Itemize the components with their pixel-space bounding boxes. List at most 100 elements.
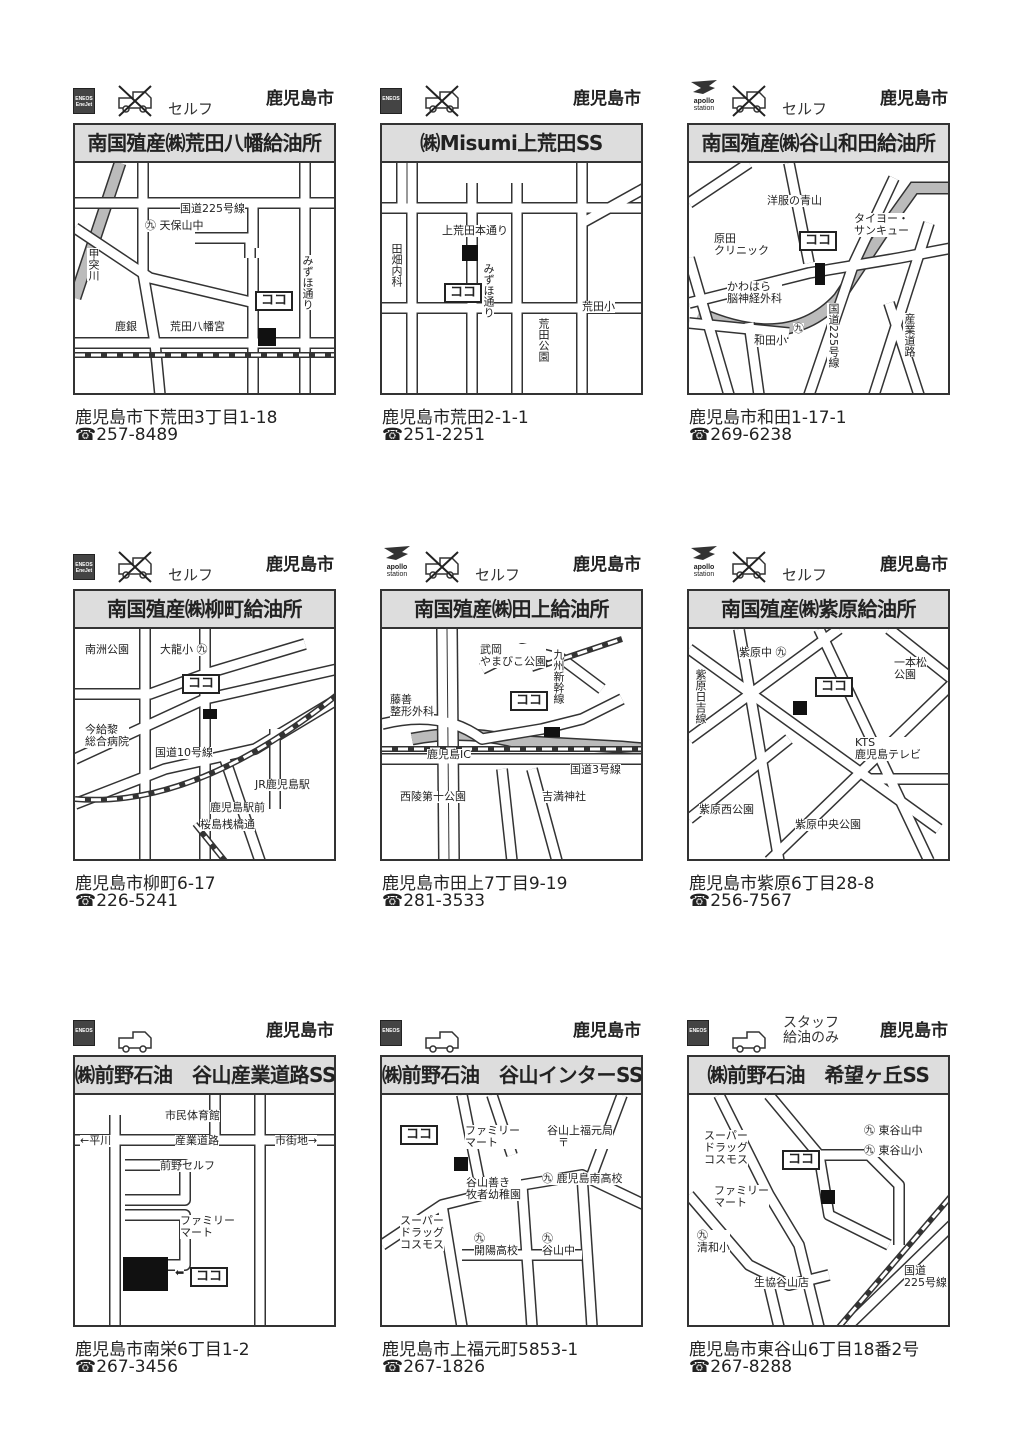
city-label: 鹿児島市 [880,1021,948,1041]
map-label: 桜島桟橋通 [200,818,255,831]
city-label: 鹿児島市 [266,89,334,109]
address: 鹿児島市田上7丁目9-19 [382,874,568,894]
brand-name: ENEOS [75,1028,93,1034]
phone-icon: ☎ [689,425,711,445]
road [437,1204,467,1325]
map-label: みずほ通り [482,263,495,318]
map-roads [689,163,948,393]
road [689,163,752,207]
map-label: ファミリー マート [465,1124,520,1149]
apollo-bird-icon [691,80,717,94]
map-label: 国道10号線 [155,746,213,759]
road [734,629,784,859]
map-label: JR鹿児島駅 [255,778,310,791]
road [765,681,948,859]
map-label: 一本松 公園 [894,656,927,681]
address: 鹿児島市柳町6-17 [75,874,216,894]
map-label: 藤善 整形外科 [390,693,434,718]
map-label: 甲突川 [87,248,100,281]
phone-icon: ☎ [382,1357,404,1377]
map-label: 武岡 やまびこ公園 [480,643,546,668]
road [579,185,641,227]
brand-sub: EneJet [75,568,93,574]
brand-name: apollo [693,98,715,105]
map-label: 市民体育館 [165,1109,220,1122]
road [382,694,625,744]
map-label: 原田 クリニック [714,232,769,257]
phone-number: 257-8489 [96,425,179,445]
car-icon [115,1024,155,1062]
map-label: ㊈ 天保山中 [145,219,204,232]
map-label: 和田小 [754,334,787,347]
car-icon [729,1024,769,1062]
road [75,639,307,699]
road [138,163,165,393]
phone-number: 267-8288 [710,1357,793,1377]
self-service-crossed-car-icon [729,550,769,588]
map-label: スーパー ドラッグ コスモス [400,1214,444,1251]
self-service-crossed-car-icon [115,84,155,122]
phone-icon: ☎ [75,1357,97,1377]
road [527,767,562,859]
map-label: 荒田小 [582,300,615,313]
map-label: KTS 鹿児島テレビ [855,736,921,761]
phone-number: 256-7567 [710,891,793,911]
city-label: 鹿児島市 [573,555,641,575]
road [689,318,790,338]
self-service-crossed-car-icon [115,550,155,588]
city-label: 鹿児島市 [266,1021,334,1041]
self-service-crossed-car-icon [729,84,769,122]
map-label: 谷山善き 牧者幼稚園 [466,1176,521,1201]
service-type-label: セルフ [168,566,214,584]
station-marker [821,1190,835,1204]
location-map: スーパー ドラッグ コスモス㊈ 東谷山中㊈ 東谷山小ファミリー マート㊈ 清和小… [689,1095,948,1325]
phone-icon: ☎ [689,891,711,911]
map-label: 鹿児島IC [427,748,471,761]
address: 鹿児島市東谷山6丁目18番2号 [689,1340,920,1360]
here-label: ココ [255,291,294,311]
road [764,1283,784,1325]
phone: ☎256-7567 [689,891,792,911]
map-label: 今給黎 総合病院 [85,723,129,748]
road [869,221,934,393]
road [75,224,257,308]
station-name: ㈱Misumi上荒田SS [382,125,641,163]
station-marker [258,328,276,346]
road [819,1150,904,1245]
road [744,322,764,393]
station-marker [454,1157,468,1171]
map-label: 国道225号線 [180,202,245,215]
station-name: 南国殖産㈱紫原給油所 [689,591,948,629]
road [845,1222,948,1325]
address: 鹿児島市下荒田3丁目1-18 [75,408,278,428]
phone-icon: ☎ [689,1357,711,1377]
map-label: みずほ通り [301,255,314,310]
map-roads [75,1095,334,1325]
eneos-logo: ENEOS [687,1020,709,1046]
map-label: 紫原日吉線 [694,669,707,724]
phone-icon: ☎ [75,891,97,911]
here-label: ココ [510,691,549,711]
map-label: ㊈ 東谷山中 [864,1124,923,1137]
road [577,1174,597,1325]
map-label: ←平川 [80,1134,112,1147]
map-label: 国道225号線 [827,303,840,368]
phone: ☎226-5241 [75,891,178,911]
